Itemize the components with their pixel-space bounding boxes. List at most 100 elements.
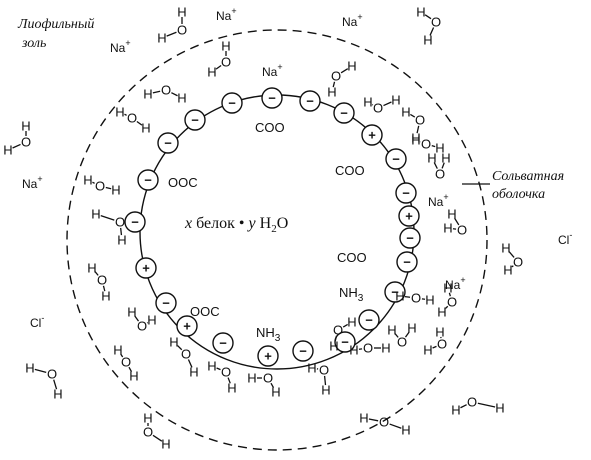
chloride-ion: Cl- bbox=[558, 230, 572, 247]
hydrogen-atom: H bbox=[349, 343, 358, 358]
water-bond bbox=[120, 227, 123, 236]
hydrogen-atom: H bbox=[447, 207, 456, 222]
negative-charge-site: − bbox=[184, 109, 206, 131]
ion-charge: + bbox=[357, 12, 362, 22]
ion-element: Na bbox=[216, 9, 232, 23]
water-bond bbox=[152, 434, 163, 442]
hydrogen-atom: H bbox=[437, 305, 446, 320]
water-bond bbox=[431, 145, 436, 148]
positive-charge-site: + bbox=[361, 124, 383, 146]
water-molecule: OHH bbox=[359, 411, 410, 438]
charge-sign: − bbox=[403, 255, 411, 270]
negative-charge-site: − bbox=[261, 87, 283, 109]
positive-charge-site: + bbox=[398, 205, 420, 227]
charge-circle bbox=[292, 340, 314, 362]
charge-sign: − bbox=[306, 94, 314, 109]
oxygen-atom: O bbox=[421, 137, 431, 152]
water-bond bbox=[383, 101, 392, 107]
ion-element: Na bbox=[22, 177, 38, 191]
ion-charge: + bbox=[443, 192, 448, 202]
ion-charge: + bbox=[37, 174, 42, 184]
ion-element: Na bbox=[342, 15, 358, 29]
charge-circle bbox=[212, 332, 234, 354]
water-bond bbox=[441, 162, 445, 169]
hydrogen-atom: H bbox=[207, 359, 216, 374]
oxygen-atom: O bbox=[397, 335, 407, 350]
hydrogen-atom: H bbox=[247, 371, 256, 386]
oxygen-atom: O bbox=[181, 347, 191, 362]
oxygen-atom: O bbox=[415, 113, 425, 128]
water-molecule: OHH bbox=[115, 105, 150, 136]
hydrogen-atom: H bbox=[435, 325, 444, 340]
water-bond bbox=[323, 375, 327, 386]
charge-circle bbox=[261, 87, 283, 109]
oxygen-atom: O bbox=[263, 371, 273, 386]
positive-charge-site: + bbox=[176, 315, 198, 337]
oxygen-atom: O bbox=[143, 425, 153, 440]
positive-charge-site: + bbox=[135, 257, 157, 279]
hydrogen-atom: H bbox=[111, 183, 120, 198]
surface-group-text: OOC bbox=[168, 175, 198, 190]
surface-group-label: COO bbox=[255, 120, 285, 135]
water-bond bbox=[332, 81, 336, 88]
negative-charge-site: − bbox=[396, 251, 418, 273]
water-bond bbox=[187, 359, 193, 368]
charge-sign: − bbox=[391, 285, 399, 300]
hydrogen-atom: H bbox=[271, 385, 280, 400]
ion-element: Cl bbox=[558, 233, 569, 247]
water-bond bbox=[368, 418, 379, 422]
water-bond bbox=[460, 404, 467, 409]
oxygen-atom: O bbox=[221, 55, 231, 70]
water-bond bbox=[508, 251, 515, 258]
water-bond bbox=[124, 113, 127, 116]
charge-circle bbox=[333, 102, 355, 124]
oxygen-atom: O bbox=[319, 363, 329, 378]
sodium-ion: Na+ bbox=[445, 275, 466, 292]
charge-circle bbox=[358, 309, 380, 331]
hydrogen-atom: H bbox=[441, 151, 450, 166]
water-bond bbox=[454, 217, 460, 226]
ion-element: Na bbox=[262, 65, 278, 79]
hydrogen-atom: H bbox=[207, 65, 216, 80]
negative-charge-site: − bbox=[395, 182, 417, 204]
ion-element: Cl bbox=[30, 316, 41, 330]
water-bond bbox=[105, 186, 112, 190]
hydrogen-atom: H bbox=[83, 173, 92, 188]
oxygen-atom: O bbox=[331, 69, 341, 84]
formula-protein: белок bbox=[192, 215, 239, 232]
charge-sign: − bbox=[365, 313, 373, 328]
charge-sign: + bbox=[368, 128, 376, 143]
hydrogen-atom: H bbox=[147, 313, 156, 328]
hydrogen-atom: H bbox=[115, 105, 124, 120]
charge-circle bbox=[221, 92, 243, 114]
water-bond bbox=[120, 353, 124, 358]
water-bond bbox=[171, 92, 178, 97]
water-molecule: OHH bbox=[423, 325, 447, 358]
water-molecule: OHH bbox=[157, 5, 187, 46]
hydrogen-atom: H bbox=[21, 119, 30, 134]
hydrogen-atom: H bbox=[443, 281, 452, 296]
surface-group-subscript: 3 bbox=[275, 333, 281, 344]
hydrogen-atom: H bbox=[495, 401, 504, 416]
oxygen-atom: O bbox=[47, 367, 57, 382]
hydrogen-atom: H bbox=[307, 361, 316, 376]
charge-sign: − bbox=[299, 344, 307, 359]
charge-circle bbox=[155, 292, 177, 314]
water-bond bbox=[94, 271, 99, 276]
water-bond bbox=[92, 181, 95, 184]
oxygen-atom: O bbox=[161, 83, 171, 98]
water-bond bbox=[152, 90, 161, 94]
oxygen-atom: O bbox=[379, 415, 389, 430]
charge-sign: + bbox=[183, 319, 191, 334]
water-bond bbox=[433, 162, 438, 169]
surface-group-label: NH3 bbox=[339, 285, 364, 304]
water-bond bbox=[404, 295, 411, 298]
hydrogen-atom: H bbox=[157, 31, 166, 46]
ion-charge: + bbox=[231, 6, 236, 16]
charge-circle bbox=[135, 257, 157, 279]
charge-sign: − bbox=[191, 113, 199, 128]
water-bond bbox=[53, 379, 58, 390]
hydrogen-atom: H bbox=[363, 95, 372, 110]
water-bond bbox=[216, 367, 221, 371]
